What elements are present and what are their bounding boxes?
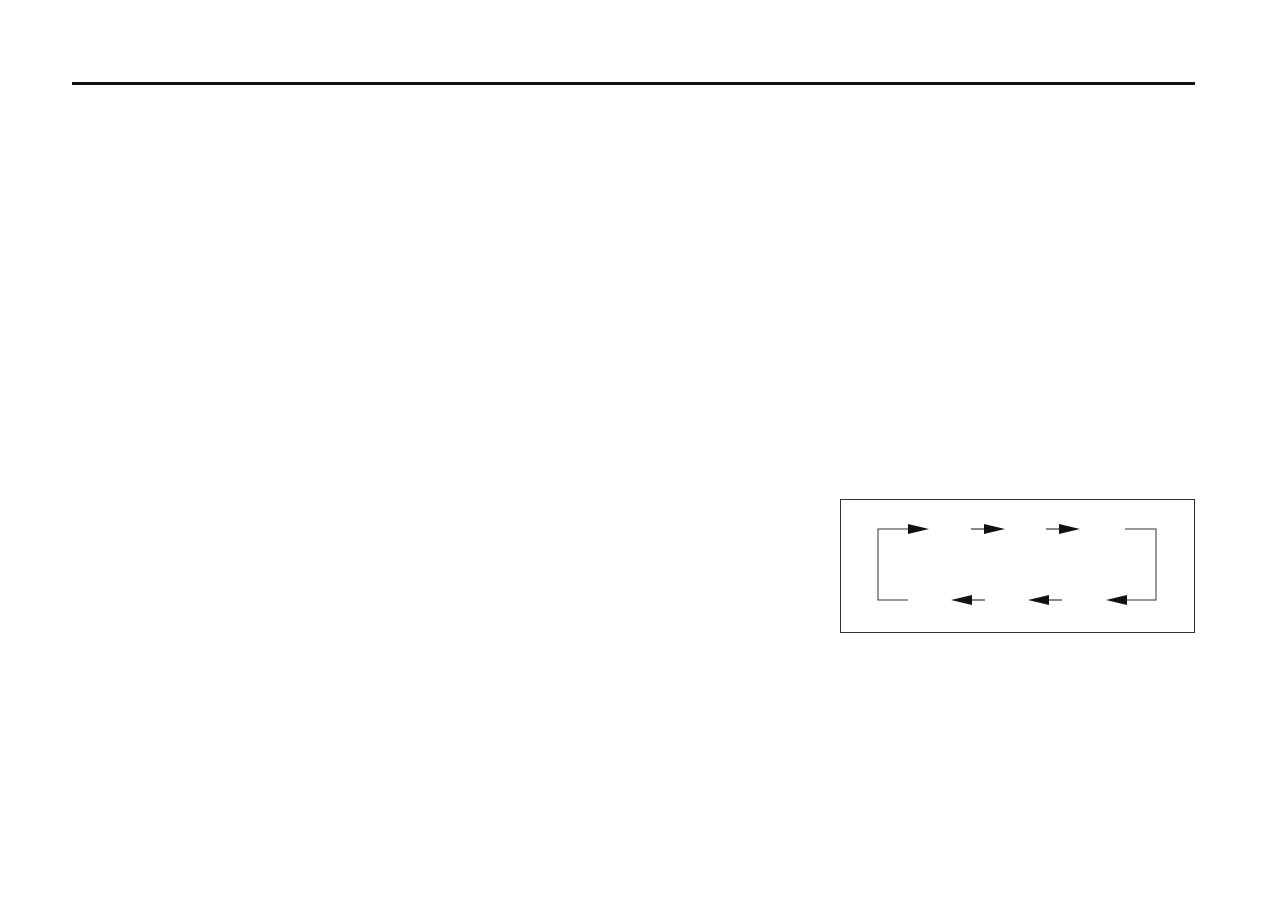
- bottom-arrow-1: [1106, 595, 1127, 605]
- bottom-arrow-3: [951, 595, 985, 605]
- top-arrow-3: [1046, 524, 1080, 534]
- top-horizontal-rule: [72, 82, 1195, 85]
- diagram-frame: [840, 499, 1195, 633]
- right-connector-line: [1125, 528, 1157, 601]
- left-connector-line: [877, 528, 908, 601]
- top-arrow-2: [971, 524, 1005, 534]
- top-arrow-1: [908, 524, 929, 534]
- bottom-arrow-2: [1028, 595, 1062, 605]
- cycle-diagram-svg: [840, 499, 1195, 633]
- cycle-flow-diagram: [840, 499, 1195, 633]
